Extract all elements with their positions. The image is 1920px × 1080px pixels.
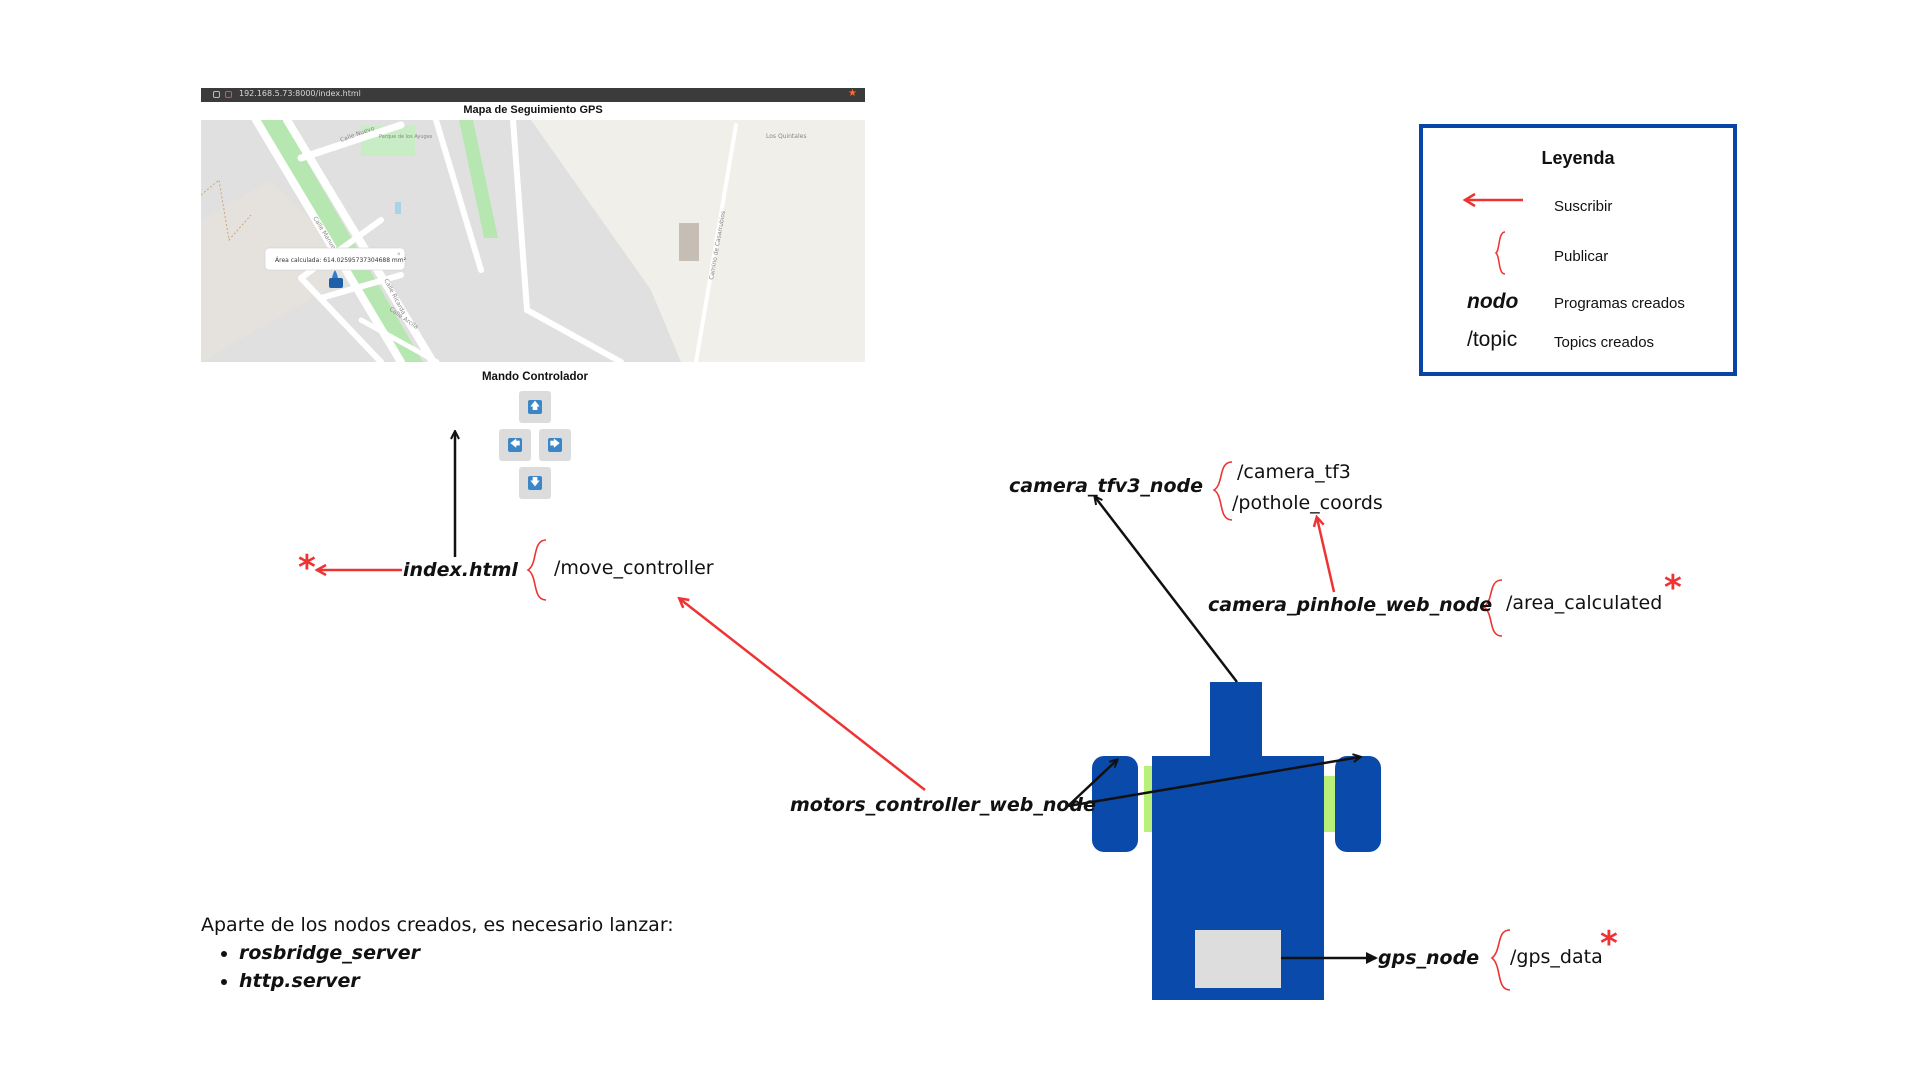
- controller-panel: Mando Controlador 🡅 🡄 🡆 🡇: [420, 368, 650, 503]
- brace-move-controller: [526, 539, 547, 601]
- asterisk-gps-data: *: [1600, 924, 1618, 964]
- legend-label-topic: Topics creados: [1554, 334, 1655, 351]
- left-button[interactable]: 🡄: [499, 429, 531, 461]
- note-item-rosbridge: rosbridge_server: [239, 942, 674, 964]
- node-motors-controller: motors_controller_web_node: [790, 794, 1096, 816]
- brace-camera-tfv3: [1212, 461, 1233, 521]
- legend-title: Leyenda: [1541, 148, 1615, 168]
- note-list: rosbridge_server http.server: [201, 942, 674, 992]
- area-popup: Área calculada: 614.02595737304688 mm²: [275, 257, 407, 264]
- lock-icon: [225, 91, 232, 98]
- publish-brace-icon: [1494, 231, 1506, 275]
- arrow-motors-subscribe: [680, 599, 926, 791]
- right-wheel: [1335, 756, 1381, 852]
- area-label: Los Quintales: [766, 133, 806, 140]
- topic-pothole-coords: /pothole_coords: [1232, 492, 1383, 514]
- down-button[interactable]: 🡇: [519, 467, 551, 499]
- topic-gps-data: /gps_data: [1510, 946, 1603, 968]
- arrow-down-icon: 🡇: [528, 476, 542, 490]
- topic-area-calculated: /area_calculated: [1506, 592, 1663, 614]
- map-title: Mapa de Seguimiento GPS: [463, 104, 603, 116]
- legend-symbol-topic: /topic: [1467, 328, 1518, 351]
- node-index-html: index.html: [403, 559, 518, 581]
- node-camera-pinhole: camera_pinhole_web_node: [1208, 594, 1493, 616]
- note-intro: Aparte de los nodos creados, es necesari…: [201, 914, 674, 936]
- arrow-pinhole-subscribe: [1317, 518, 1336, 593]
- subscribe-arrow-icon: [1462, 192, 1523, 208]
- arrow-right-icon: 🡆: [548, 438, 562, 452]
- park-label: Parque de los Ayuges: [379, 134, 433, 140]
- arrow-camera-tfv3: [1095, 497, 1238, 683]
- shield-icon: [213, 91, 220, 98]
- map-canvas: Calle Nuevo Parque de los Ayuges Los Qui…: [201, 120, 865, 362]
- robot-diagram: [1092, 682, 1381, 1000]
- marker-shadow: [329, 278, 343, 288]
- arrow-up-icon: 🡅: [528, 400, 542, 414]
- brace-gps-data: [1490, 929, 1511, 991]
- arrow-motors-left-wheel: [1067, 760, 1117, 807]
- note-item-http-server: http.server: [239, 970, 674, 992]
- gps-map[interactable]: Calle Nuevo Parque de los Ayuges Los Qui…: [201, 120, 865, 362]
- camera-mast: [1210, 682, 1262, 758]
- url-bar: 192.168.5.73:8000/index.html ★: [201, 88, 865, 102]
- asterisk-index: *: [298, 548, 316, 588]
- close-icon: ×: [397, 252, 401, 258]
- legend-label-node: Programas creados: [1554, 295, 1685, 312]
- node-camera-tfv3: camera_tfv3_node: [1009, 475, 1203, 497]
- star-icon: ★: [848, 88, 857, 99]
- legend-symbol-node: nodo: [1467, 290, 1519, 313]
- left-wheel: [1092, 756, 1138, 852]
- legend-label-subscribe: Suscribir: [1554, 198, 1613, 215]
- asterisk-area-calculated: *: [1664, 568, 1682, 608]
- launch-note: Aparte de los nodos creados, es necesari…: [201, 914, 674, 998]
- up-button[interactable]: 🡅: [519, 391, 551, 423]
- legend-label-publish: Publicar: [1554, 248, 1609, 265]
- right-button[interactable]: 🡆: [539, 429, 571, 461]
- gps-module: [1195, 930, 1281, 988]
- arrow-motors-right-wheel: [1067, 757, 1360, 808]
- node-gps: gps_node: [1378, 947, 1480, 969]
- controller-title: Mando Controlador: [481, 371, 589, 383]
- url-text: 192.168.5.73:8000/index.html: [239, 89, 361, 98]
- browser-screenshot: 192.168.5.73:8000/index.html ★ Mapa de S…: [201, 88, 865, 362]
- brace-area-calculated: [1482, 579, 1503, 637]
- legend-box: Leyenda Suscribir Publicar nodo Programa…: [1419, 124, 1737, 376]
- topic-camera-tf3: /camera_tf3: [1237, 461, 1351, 483]
- topic-move-controller: /move_controller: [554, 557, 714, 579]
- arrow-left-icon: 🡄: [508, 438, 522, 452]
